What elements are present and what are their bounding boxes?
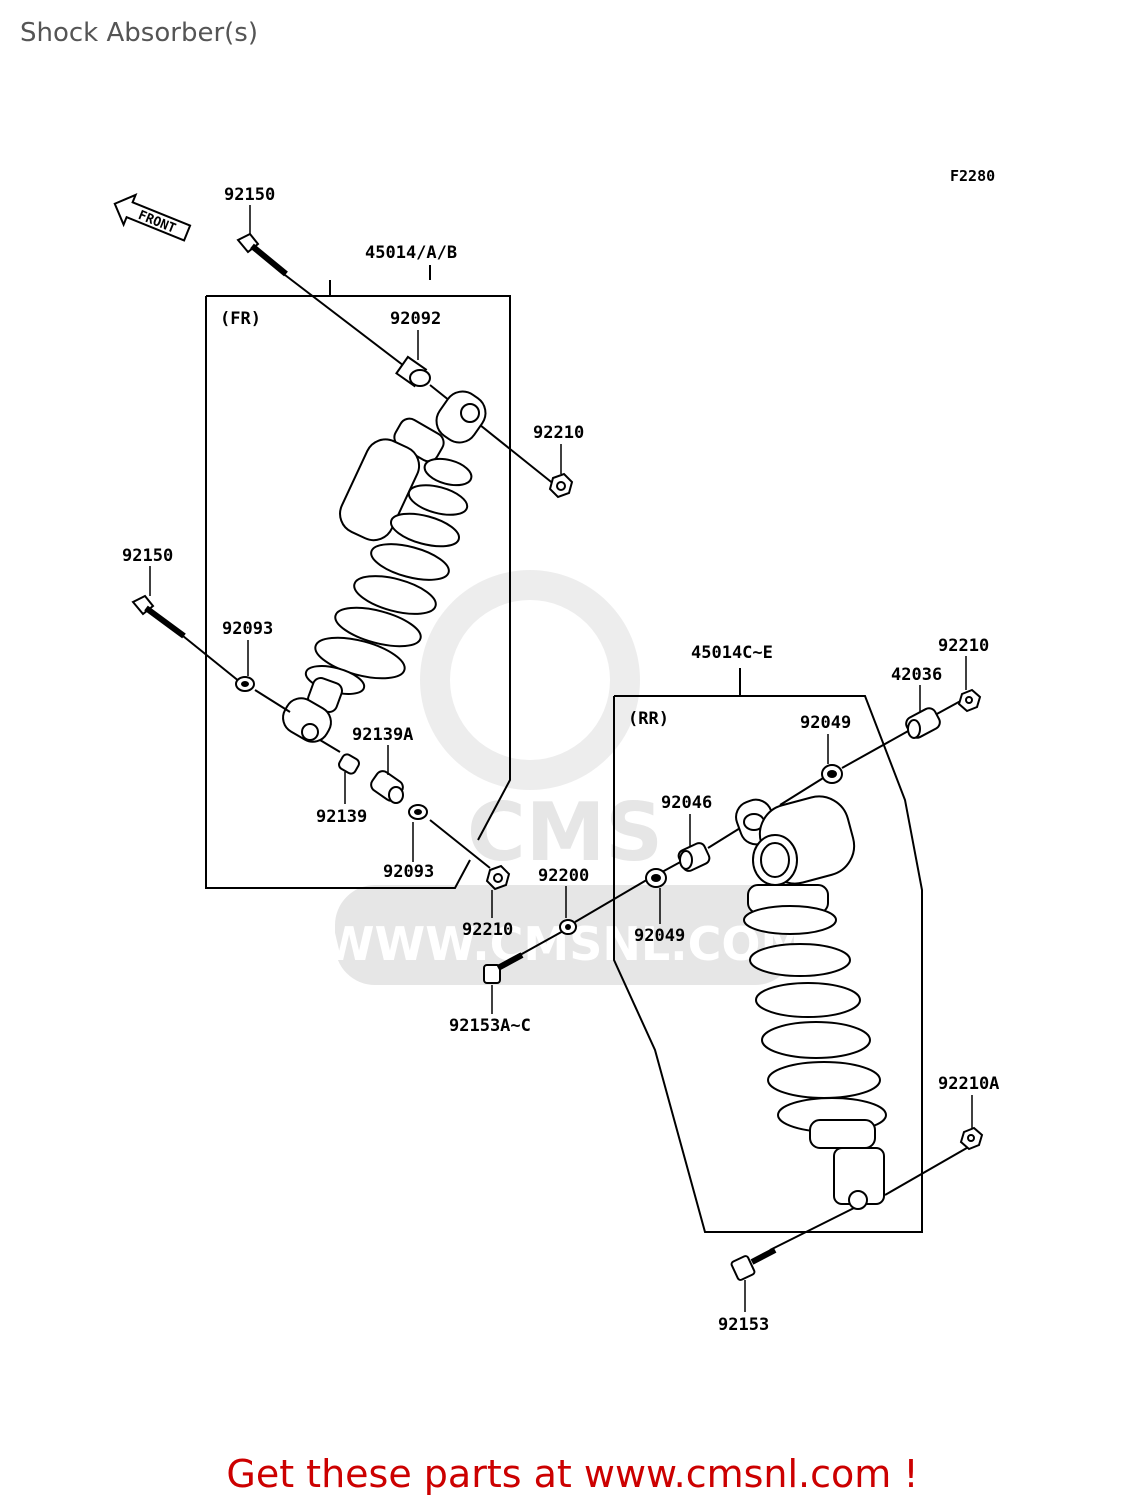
part-labels: 92150 45014/A/B 92092 92210 92150 92093 … (122, 185, 999, 1335)
label-92139a: 92139A (352, 725, 413, 745)
label-92046: 92046 (661, 793, 712, 813)
diagram-code: F2280 (950, 167, 995, 185)
label-42036: 42036 (891, 665, 942, 685)
label-45014ab: 45014/A/B (365, 243, 457, 263)
bearing-92046 (677, 842, 711, 872)
leader-lines (149, 205, 973, 1312)
page-title: Shock Absorber(s) (20, 18, 258, 48)
rear-shock-absorber (735, 795, 887, 1210)
washer-92200 (559, 919, 577, 935)
bolt-92150-middle (131, 594, 491, 869)
label-92092: 92092 (390, 309, 441, 329)
label-92150-top: 92150 (224, 185, 275, 205)
label-92210-top: 92210 (533, 423, 584, 443)
label-45014ce: 45014C~E (691, 643, 773, 663)
label-92153: 92153 (718, 1315, 769, 1335)
front-shock-absorber (282, 390, 487, 743)
label-92153ac: 92153A~C (449, 1016, 531, 1036)
label-92049-top: 92049 (800, 713, 851, 733)
front-group-bracket (205, 265, 511, 889)
label-92210-rr: 92210 (938, 636, 989, 656)
label-92139: 92139 (316, 807, 367, 827)
parts-diagram: CMS WWW.CMSNL.COM F2280 FRONT (FR) (RR) (113, 167, 999, 1335)
watermark: CMS WWW.CMSNL.COM (324, 570, 806, 985)
watermark-brand: CMS (467, 786, 663, 879)
bolt-92153a-c (483, 952, 524, 984)
label-92093-bot: 92093 (383, 862, 434, 882)
promo-text: Get these parts at www.cmsnl.com ! (226, 1452, 919, 1496)
label-92200: 92200 (538, 866, 589, 886)
washer-92093-bottom (408, 804, 428, 820)
washer-92093-top (235, 676, 255, 692)
collar-42036 (905, 707, 941, 739)
bolt-92153 (730, 1247, 777, 1281)
label-92150-mid: 92150 (122, 546, 173, 566)
washer-92049-top (821, 764, 843, 784)
nut-92210-rear (957, 688, 982, 713)
nut-92210a (959, 1126, 984, 1151)
label-92210-fr: 92210 (462, 920, 513, 940)
nut-92210-front (485, 864, 511, 891)
label-92210a: 92210A (938, 1074, 999, 1094)
rear-group-bracket (613, 668, 923, 1233)
collar-92139 (338, 753, 360, 775)
bushing-92139a (370, 770, 404, 804)
washer-92049-bottom (645, 868, 667, 888)
collar-92092 (395, 355, 431, 388)
front-arrow-icon: FRONT (113, 193, 192, 242)
label-92049-bot: 92049 (634, 926, 685, 946)
front-group-label: (FR) (220, 309, 261, 329)
label-92093-top: 92093 (222, 619, 273, 639)
rear-group-label: (RR) (628, 709, 669, 729)
nut-92210-top (548, 472, 574, 499)
